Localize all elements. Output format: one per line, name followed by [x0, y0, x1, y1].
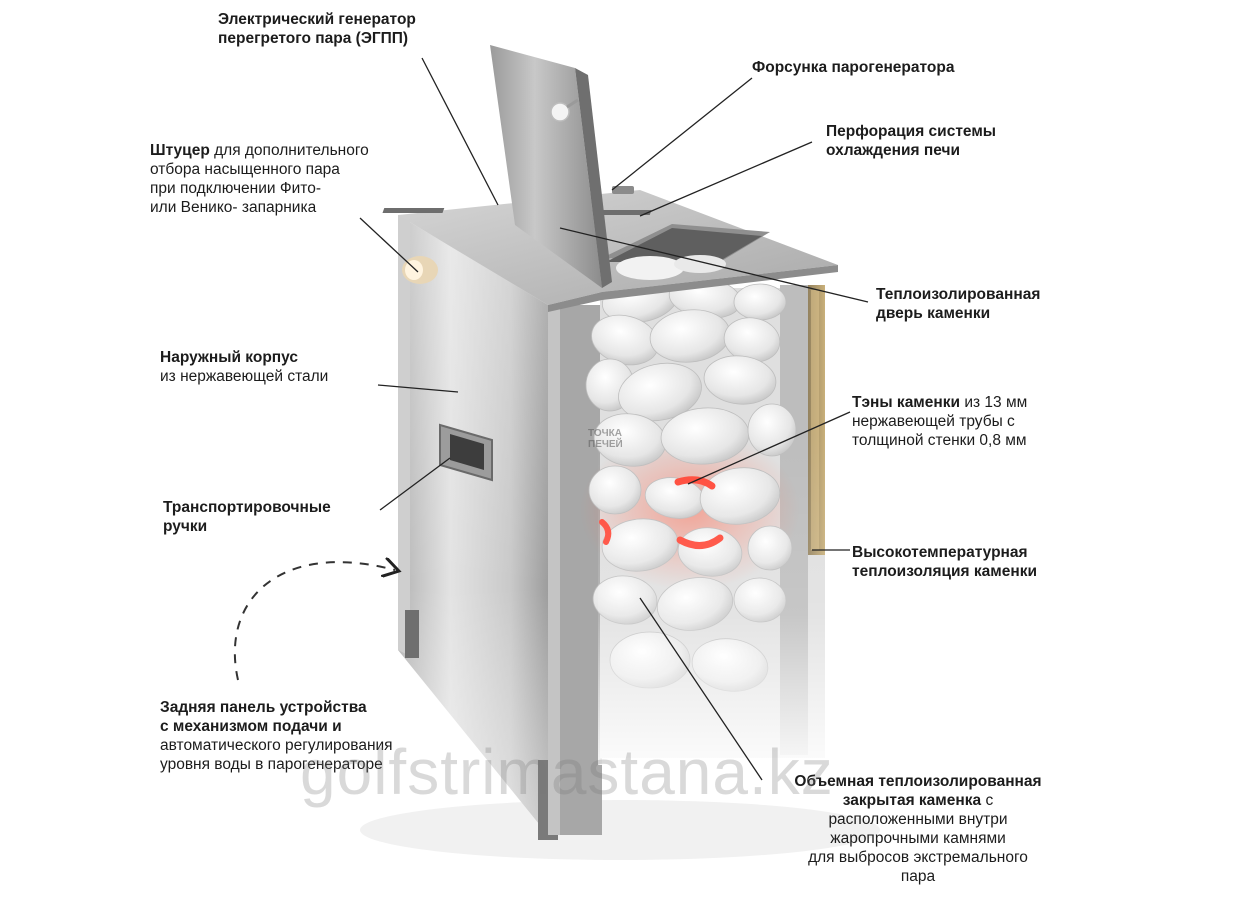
lid-knob — [550, 102, 570, 122]
label-perforation: Перфорация системы охлаждения печи — [826, 122, 996, 160]
transport-handle-icon — [439, 423, 493, 482]
label-door-line2: дверь каменки — [876, 305, 991, 322]
label-panel-line2: с механизмом подачи и — [160, 718, 342, 735]
label-teny-rest: из 13 мм — [960, 394, 1028, 411]
label-ruchki: Транспортировочные ручки — [163, 498, 331, 536]
lid-door — [490, 45, 602, 288]
label-insulation: Высокотемпературная теплоизоляция каменк… — [852, 543, 1037, 581]
label-kamenka-line3: расположенными внутри — [828, 811, 1008, 828]
label-door-line1: Теплоизолированная — [876, 286, 1041, 303]
label-egpp-line2: перегретого пара (ЭГПП) — [218, 30, 409, 47]
label-perforation-line1: Перфорация системы — [826, 123, 997, 140]
label-kamenka: Объемная теплоизолированная закрытая кам… — [758, 772, 1078, 886]
label-shtuzer-bold: Штуцер — [150, 142, 210, 159]
label-panel-line3: автоматического регулирования — [160, 737, 393, 754]
label-teny-bold: Тэны каменки — [852, 394, 961, 411]
label-shtuzer: Штуцер для дополнительного отбора насыще… — [150, 141, 369, 217]
leg-left — [405, 610, 419, 658]
perforation-slots — [382, 208, 652, 215]
label-shtuzer-line2: отбора насыщенного пара — [150, 161, 340, 178]
brand-mark: ТОЧКА ПЕЧЕЙ — [588, 428, 623, 450]
label-kamenka-tail-rest: с — [981, 792, 994, 809]
label-teny: Тэны каменки из 13 мм нержавеющей трубы … — [852, 393, 1027, 450]
brand-line-1: ТОЧКА — [588, 428, 622, 439]
label-panel-line1: Задняя панель устройства — [160, 699, 367, 716]
label-shtuzer-line3: при подключении Фито- — [150, 180, 322, 197]
label-korpus-line2: из нержавеющей стали — [160, 368, 329, 385]
top-panel — [398, 190, 838, 305]
label-kamenka-bold-tail: закрытая каменка — [842, 792, 982, 809]
label-shtuzer-rest: для дополнительного — [209, 142, 369, 159]
label-shtuzer-line4: или Венико- запарника — [150, 199, 317, 216]
label-door: Теплоизолированная дверь каменки — [876, 285, 1040, 323]
label-insulation-line1: Высокотемпературная — [852, 544, 1028, 561]
label-ruchki-line2: ручки — [163, 518, 208, 535]
nozzle-icon — [612, 186, 634, 194]
stone — [733, 283, 787, 321]
label-panel-line4: уровня воды в парогенераторе — [160, 756, 383, 773]
label-kamenka-line5: для выбросов экстремального — [808, 849, 1028, 866]
label-panel: Задняя панель устройства с механизмом по… — [160, 698, 393, 774]
label-kamenka-line4: жаропрочными камнями — [830, 830, 1006, 847]
label-kamenka-line1: Объемная теплоизолированная — [794, 773, 1042, 790]
label-egpp-line1: Электрический генератор — [218, 11, 416, 28]
label-egpp: Электрический генератор перегретого пара… — [218, 10, 416, 48]
watermark: golfstrimastana.kz — [300, 736, 834, 808]
label-teny-line3: толщиной стенки 0,8 мм — [852, 432, 1027, 449]
stone — [703, 355, 777, 405]
label-insulation-line2: теплоизоляция каменки — [852, 563, 1038, 580]
label-ruchki-line1: Транспортировочные — [163, 499, 331, 516]
label-forsunka: Форсунка парогенератора — [752, 58, 954, 77]
rotation-arrow — [233, 562, 395, 681]
label-korpus: Наружный корпус из нержавеющей стали — [160, 348, 328, 386]
brand-line-2: ПЕЧЕЙ — [588, 439, 623, 450]
front-corner-column — [548, 305, 602, 835]
label-kamenka-line6: пара — [900, 868, 936, 885]
label-teny-line2: нержавеющей трубы с — [852, 413, 1015, 430]
leader-lines — [359, 57, 869, 781]
label-perforation-line2: охлаждения печи — [826, 142, 960, 159]
label-forsunka-line1: Форсунка парогенератора — [752, 59, 955, 76]
stone — [618, 362, 702, 422]
label-korpus-bold: Наружный корпус — [160, 349, 299, 366]
floor-shadow — [360, 800, 880, 860]
